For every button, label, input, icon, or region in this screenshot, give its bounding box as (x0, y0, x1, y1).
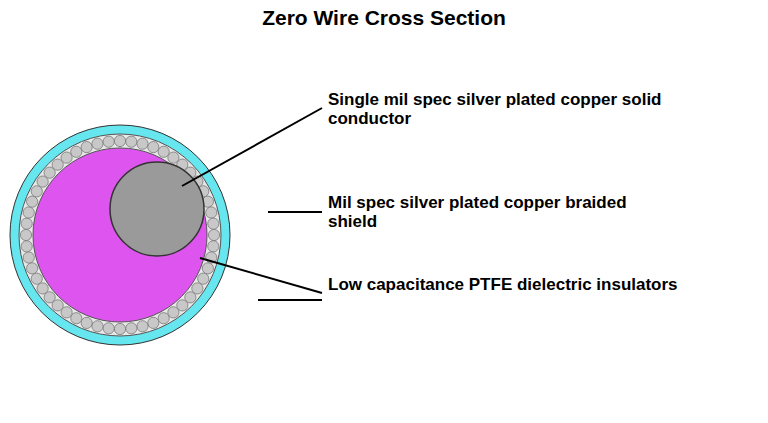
braid-strand (71, 313, 82, 324)
braid-strand (137, 138, 148, 149)
braid-strand (81, 142, 92, 153)
braid-strand (21, 241, 32, 252)
braid-strand (27, 263, 38, 274)
outer-jacket (10, 125, 230, 345)
solid-conductor (110, 162, 204, 256)
braid-strand (31, 186, 42, 197)
braid-strand (27, 196, 38, 207)
braid-strand (21, 218, 32, 229)
braid-strand (198, 273, 209, 284)
braid-strand (208, 218, 219, 229)
part-label: Mil spec silver plated copper braided sh… (328, 194, 646, 231)
braid-ring (19, 134, 221, 336)
braid-strand (126, 136, 137, 147)
braid-strand (137, 321, 148, 332)
braid-strand (92, 321, 103, 332)
braid-strand (168, 307, 179, 318)
braid-strand (71, 146, 82, 157)
braid-strand (61, 152, 72, 163)
braid-strand (208, 229, 219, 240)
braid-strand (158, 313, 169, 324)
braid-strand (114, 135, 125, 146)
braid-strand (158, 146, 169, 157)
diagram-title: Zero Wire Cross Section (0, 6, 768, 29)
braid-strand (103, 136, 114, 147)
braid-strand (148, 142, 159, 153)
leader-line (258, 299, 322, 301)
leader-line (268, 211, 322, 213)
braid-strand (23, 207, 34, 218)
braid-strand (114, 323, 125, 334)
braid-strand (208, 241, 219, 252)
braid-strand (92, 138, 103, 149)
braid-strand (81, 317, 92, 328)
braid-strand (20, 229, 31, 240)
braid-strand (206, 207, 217, 218)
braid-strand (31, 273, 42, 284)
braid-strand (126, 323, 137, 334)
leader-lines (182, 108, 322, 300)
leader-line (200, 258, 322, 293)
braided-shield (20, 135, 219, 334)
braid-strand (23, 252, 34, 263)
braid-strand (103, 323, 114, 334)
braid-strand (148, 317, 159, 328)
dielectric (33, 148, 207, 322)
part-label: Low capacitance PTFE dielectric insulato… (328, 276, 700, 295)
braid-strand (37, 283, 48, 294)
leader-line (182, 108, 322, 186)
part-label: Single mil spec silver plated copper sol… (328, 91, 700, 128)
braid-strand (202, 263, 213, 274)
